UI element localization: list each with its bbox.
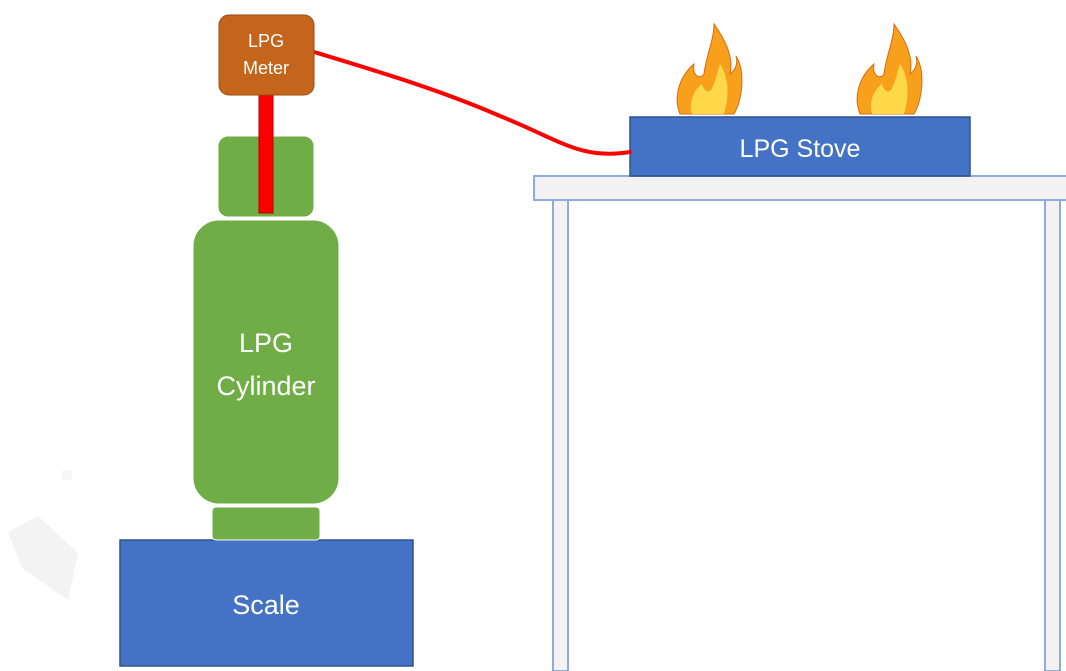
cylinder-base — [211, 506, 321, 541]
cylinder-label-line2: Cylinder — [216, 371, 315, 401]
meter-pipe — [258, 91, 274, 214]
lpg-meter: LPG Meter — [218, 14, 315, 96]
flame-icon — [676, 22, 743, 115]
lpg-stove: LPG Stove — [629, 116, 971, 177]
gas-hose — [312, 50, 632, 156]
meter-body — [218, 14, 315, 96]
table-leg-right — [1044, 198, 1061, 671]
cylinder-label-line1: LPG — [239, 328, 293, 358]
table-top — [533, 175, 1066, 201]
scale-body — [119, 539, 414, 667]
watermark-fragment — [8, 516, 78, 600]
meter-label-line2: Meter — [243, 58, 289, 78]
meter-label-line1: LPG — [248, 31, 284, 51]
scale-label: Scale — [232, 590, 300, 620]
flame-icon — [856, 22, 923, 115]
table-leg-left — [552, 198, 569, 671]
cylinder-body — [192, 219, 340, 505]
stove-label: LPG Stove — [740, 135, 861, 163]
stove-body — [629, 116, 971, 177]
lpg-cylinder: LPG Cylinder — [192, 135, 340, 541]
table — [533, 175, 1066, 671]
scale: Scale — [119, 539, 414, 667]
watermark-fragment — [62, 470, 72, 480]
